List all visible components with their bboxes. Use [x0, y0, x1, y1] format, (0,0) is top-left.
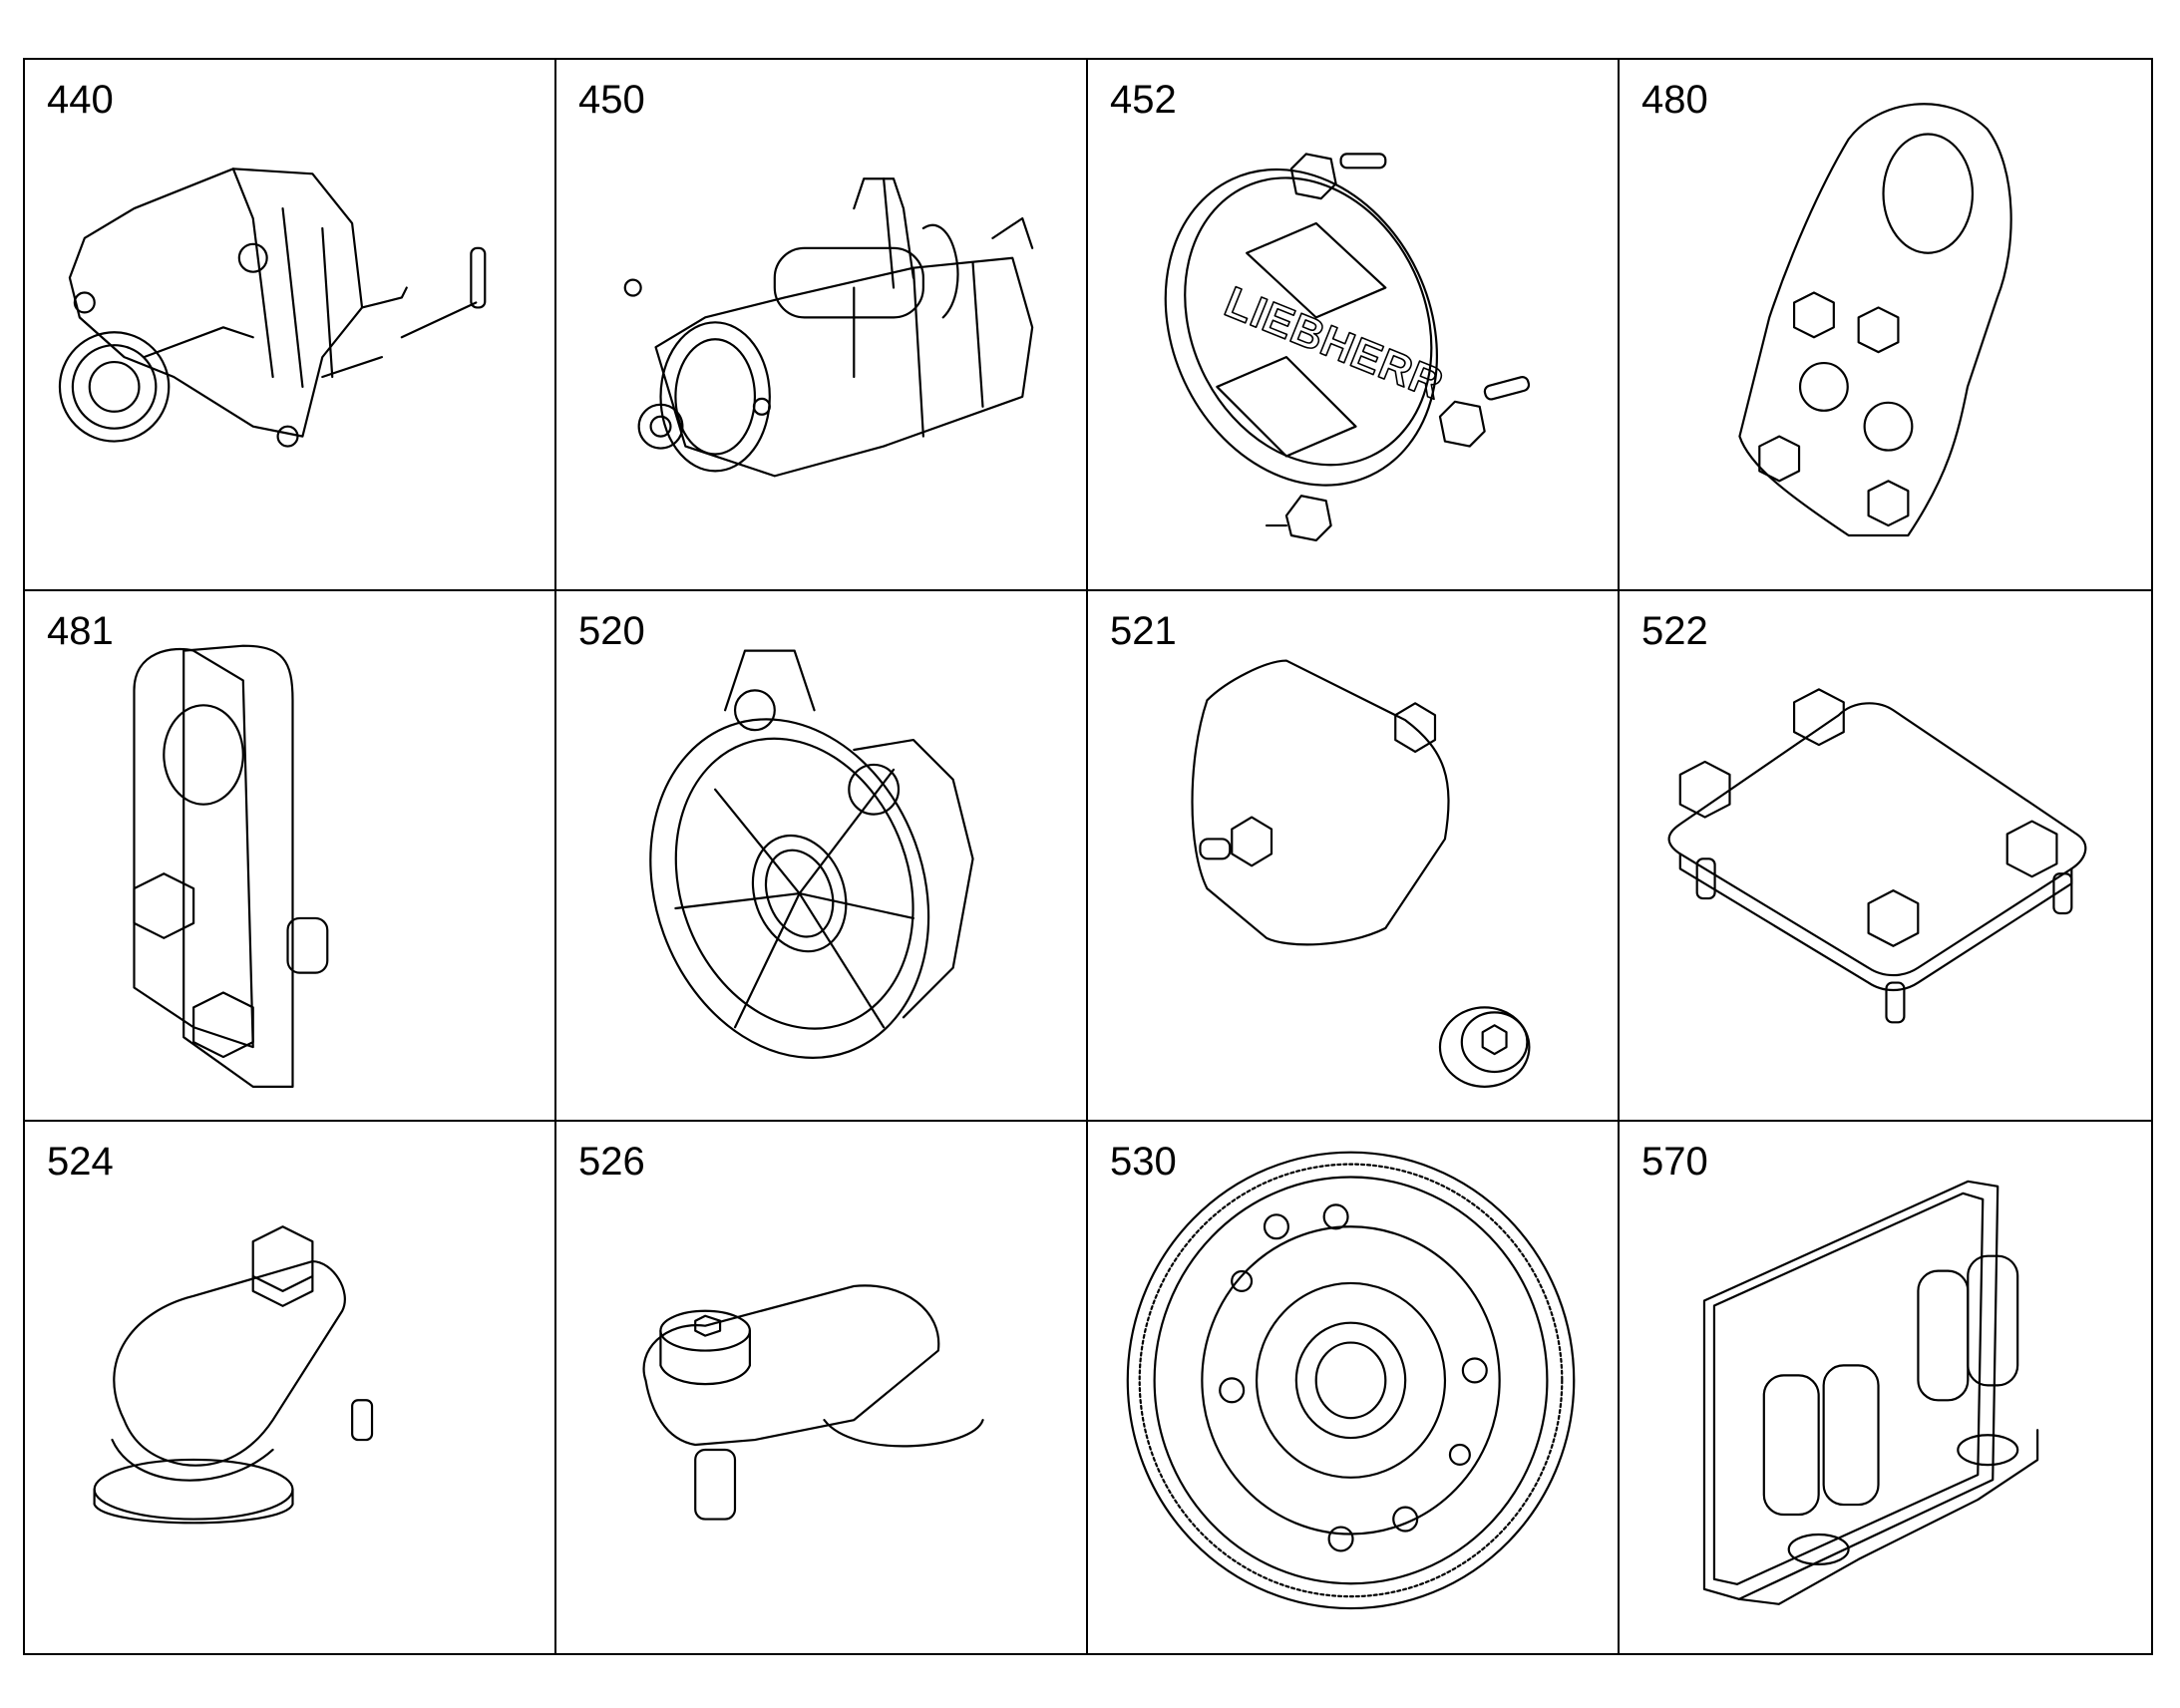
clamp-plate-icon [1667, 687, 2087, 1024]
part-number: 480 [1641, 78, 1708, 122]
part-cell-480[interactable]: 480 [1620, 60, 2151, 591]
parts-grid: 440 450 452 [23, 58, 2153, 1655]
part-number: 440 [47, 78, 114, 122]
lifting-eye-bracket-icon [1738, 103, 2012, 537]
part-cell-520[interactable]: 520 [556, 590, 1088, 1123]
part-cell-530[interactable]: 530 [1088, 1122, 1620, 1653]
part-number: 521 [1110, 608, 1177, 653]
part-cell-440[interactable]: 440 [25, 60, 556, 591]
part-number: 452 [1110, 78, 1177, 122]
part-cell-524[interactable]: 524 [25, 1122, 556, 1653]
bolt-heads [1758, 291, 1910, 527]
cover-cap-icon [93, 1225, 374, 1525]
part-number: 526 [578, 1140, 645, 1185]
part-cell-570[interactable]: 570 [1620, 1122, 2151, 1653]
alternator-icon [58, 168, 487, 448]
part-cell-526[interactable]: 526 [556, 1122, 1088, 1653]
part-number: 570 [1641, 1140, 1708, 1185]
lifting-bracket-icon [133, 644, 329, 1088]
part-number: 450 [578, 78, 645, 122]
starter-motor-icon [623, 177, 1034, 478]
part-number: 524 [47, 1140, 114, 1185]
flywheel-housing-icon [649, 649, 974, 1059]
part-cell-521[interactable]: 521 [1088, 590, 1620, 1123]
liebherr-logo: LIEBHERR [1219, 277, 1451, 409]
part-cell-522[interactable]: 522 [1620, 591, 2151, 1123]
part-number: 520 [578, 608, 645, 653]
cover-cap-socket-icon [642, 1284, 984, 1522]
cover-plate-icon [1191, 659, 1531, 1088]
flywheel-icon [1126, 1151, 1576, 1610]
part-number: 530 [1110, 1140, 1177, 1185]
part-number: 481 [47, 608, 114, 653]
bolt-heads [1678, 687, 2058, 947]
part-cell-450[interactable]: 450 [556, 60, 1088, 591]
part-cell-452[interactable]: 452 LIEBHERR [1088, 60, 1620, 591]
part-number: 522 [1641, 608, 1708, 653]
control-unit-icon [1702, 1181, 2039, 1606]
liebherr-cover-icon: LIEBHERR [1164, 153, 1531, 542]
part-cell-481[interactable]: 481 [25, 590, 556, 1123]
